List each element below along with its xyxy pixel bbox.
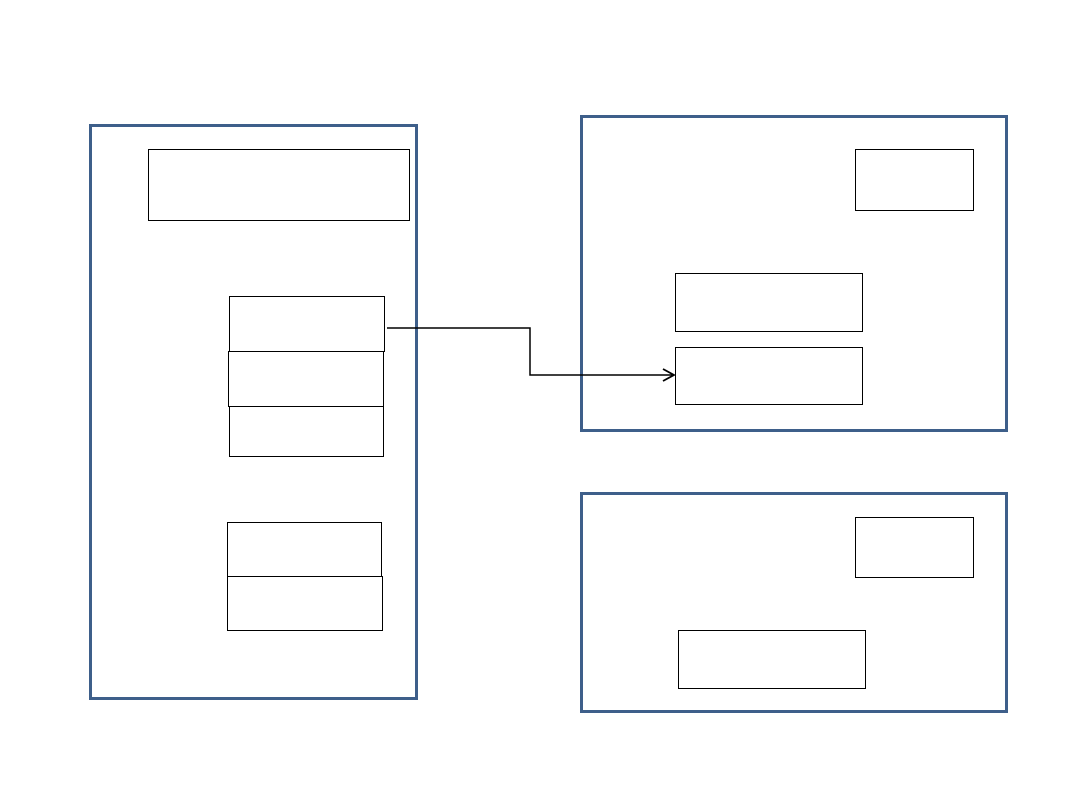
left-stack-box-3 <box>229 406 384 457</box>
top-right-small-box <box>855 149 974 211</box>
left-stack-box-2 <box>228 351 384 407</box>
left-lower-box-2 <box>227 576 383 631</box>
bottom-right-lower-box <box>678 630 866 689</box>
bottom-right-small-box <box>855 517 974 578</box>
left-lower-box-1 <box>227 522 382 578</box>
arrowhead-icon <box>662 368 676 382</box>
left-header-box <box>148 149 410 221</box>
top-right-target-box <box>675 347 863 405</box>
top-right-upper-box <box>675 273 863 332</box>
connector-line <box>387 327 673 376</box>
